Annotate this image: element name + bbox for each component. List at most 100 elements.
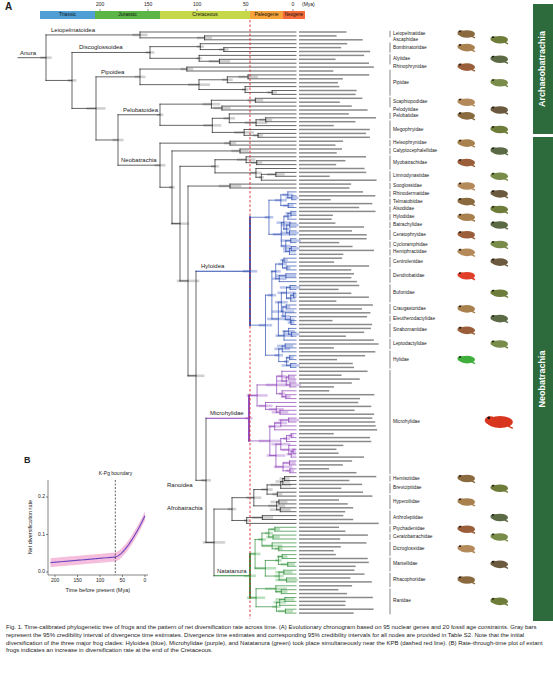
frog-leg <box>504 247 508 249</box>
family-bracket <box>390 534 391 540</box>
tip-name-mark <box>299 82 338 84</box>
branch <box>285 312 296 313</box>
frog-eye <box>459 356 461 358</box>
branch <box>279 281 296 282</box>
tip-name-mark <box>299 281 357 283</box>
frog-leg <box>471 332 475 334</box>
frog-photo <box>458 30 465 35</box>
tip-name-mark <box>299 367 354 369</box>
branch <box>284 228 287 229</box>
tip-name-mark <box>299 542 366 544</box>
tip-name-mark <box>299 179 377 181</box>
tip-name-mark <box>299 246 353 248</box>
frog-photo <box>458 249 465 254</box>
frog-leg <box>471 254 475 256</box>
branch <box>222 106 296 107</box>
frog-eye <box>492 147 494 149</box>
rate-interval <box>51 511 146 567</box>
frog-eye <box>492 190 494 192</box>
branch <box>291 433 296 434</box>
branch <box>285 319 290 320</box>
frog-leg <box>504 321 508 323</box>
frog-eye <box>492 107 494 109</box>
y-axis <box>48 480 49 575</box>
family-bracket <box>390 43 391 53</box>
tip-name-mark <box>299 347 334 349</box>
branch <box>200 49 224 50</box>
period-label: Paleogene <box>255 12 279 18</box>
family-label: Rhinodermatidae <box>393 191 430 197</box>
tip-name-mark <box>299 569 354 571</box>
branch <box>232 497 254 498</box>
branch <box>199 61 219 62</box>
period-box: Triassic <box>40 11 95 19</box>
tip-name-mark <box>299 488 341 490</box>
branch <box>150 46 200 47</box>
frog-leg <box>504 264 508 266</box>
branch <box>287 298 291 299</box>
tip-name-mark <box>299 437 370 439</box>
family-bracket <box>390 475 391 481</box>
branch <box>46 34 140 35</box>
branch <box>278 564 287 565</box>
branch <box>284 340 296 341</box>
family-label: Scaphiopodidae <box>393 99 427 105</box>
frog-eye <box>459 112 461 114</box>
branch <box>46 80 72 81</box>
family-bracket <box>390 70 391 96</box>
frog-leg <box>471 219 475 221</box>
family-label: Leptodactylidae <box>393 341 427 347</box>
credibility-bar <box>282 306 290 309</box>
tip-name-mark <box>299 265 369 267</box>
frog-eye <box>492 79 494 81</box>
tip-name-mark <box>299 156 366 158</box>
frog-photo <box>491 315 498 320</box>
family-label: Ranidae <box>393 598 411 604</box>
branch <box>199 55 296 56</box>
band-label: Neobatrachia <box>538 350 548 407</box>
branch <box>290 468 296 469</box>
branch <box>224 51 296 52</box>
branch <box>160 187 172 188</box>
credibility-bar <box>270 508 291 511</box>
frog-leg <box>471 237 475 239</box>
branch <box>276 278 280 279</box>
branch <box>281 425 296 426</box>
frog-leg <box>471 311 475 313</box>
branch <box>282 351 296 352</box>
tip-name-mark <box>299 203 372 205</box>
branch <box>285 613 296 614</box>
tip-name-mark <box>299 31 346 33</box>
family-bracket <box>390 183 391 189</box>
tip-name-mark <box>299 238 367 240</box>
credibility-bar <box>279 477 289 480</box>
tip-name-mark <box>299 152 337 154</box>
tip-name-mark <box>299 296 369 298</box>
band-label: Archaeobatrachia <box>538 31 548 107</box>
family-bracket <box>390 171 391 181</box>
family-bracket <box>390 339 391 349</box>
frog-photo <box>491 190 498 195</box>
branch <box>287 365 291 366</box>
tip-decoration <box>299 31 379 614</box>
branch <box>287 578 296 579</box>
tip-name-mark <box>299 199 331 201</box>
branch <box>289 254 296 255</box>
tip-name-mark <box>299 546 341 548</box>
period-box: Cretaceous <box>160 11 250 19</box>
branch <box>244 135 258 136</box>
tip-name-mark <box>299 133 366 135</box>
branch <box>140 84 199 85</box>
tip-name-mark <box>299 339 374 341</box>
tip-name-mark <box>299 406 371 408</box>
branch <box>240 152 296 153</box>
frog-photo <box>458 99 465 104</box>
tip-name-mark <box>299 499 339 501</box>
family-bracket <box>390 113 391 119</box>
branch <box>262 533 269 534</box>
branch <box>96 139 118 140</box>
tip-name-mark <box>299 66 374 68</box>
tip-name-mark <box>299 566 356 568</box>
branch <box>269 537 273 538</box>
family-bracket <box>390 191 391 197</box>
